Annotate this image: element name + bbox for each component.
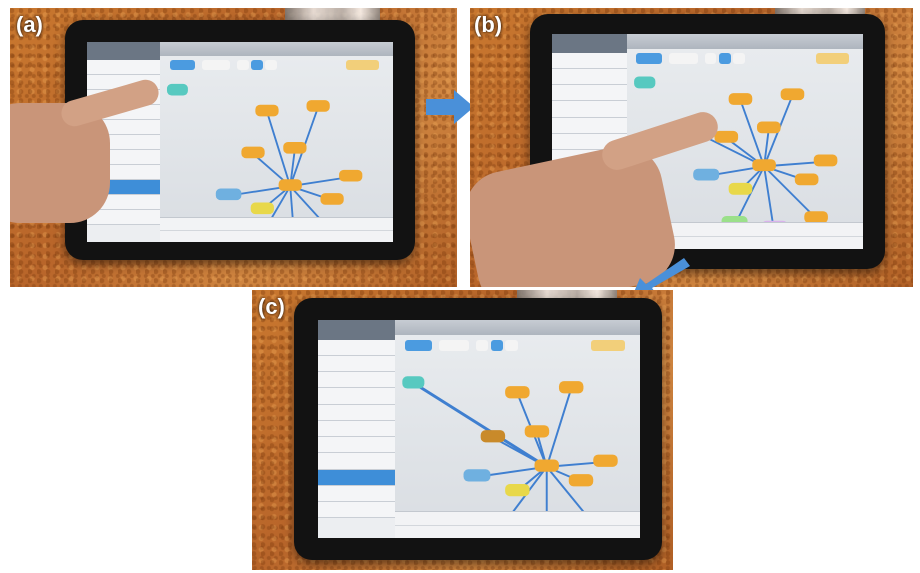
main-view bbox=[160, 42, 393, 242]
photo-panel-c: (c) bbox=[252, 290, 673, 570]
photo-panel-a: (a) bbox=[10, 8, 457, 287]
panel-label-a: (a) bbox=[16, 12, 43, 37]
arrow-right-icon bbox=[426, 90, 474, 124]
sidebar bbox=[318, 320, 397, 538]
panel-label-b: (b) bbox=[474, 12, 503, 37]
tablet-screen bbox=[87, 42, 393, 242]
tablet bbox=[294, 298, 662, 560]
photo-panel-b: (b) bbox=[470, 8, 913, 287]
concept-graph bbox=[167, 83, 363, 242]
hand bbox=[10, 103, 110, 223]
tablet bbox=[65, 20, 415, 260]
tablet-screen bbox=[318, 320, 640, 538]
concept-graph bbox=[402, 376, 618, 536]
main-view bbox=[395, 320, 640, 538]
panel-label-c: (c) bbox=[258, 294, 285, 319]
